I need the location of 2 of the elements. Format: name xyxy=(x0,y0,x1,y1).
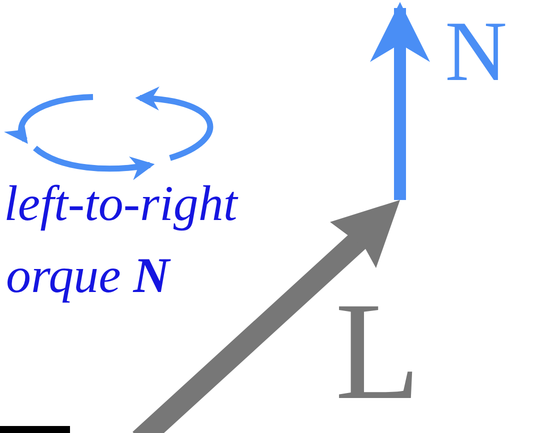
vector-label: L xyxy=(335,282,421,422)
vector-label: N xyxy=(445,8,508,94)
